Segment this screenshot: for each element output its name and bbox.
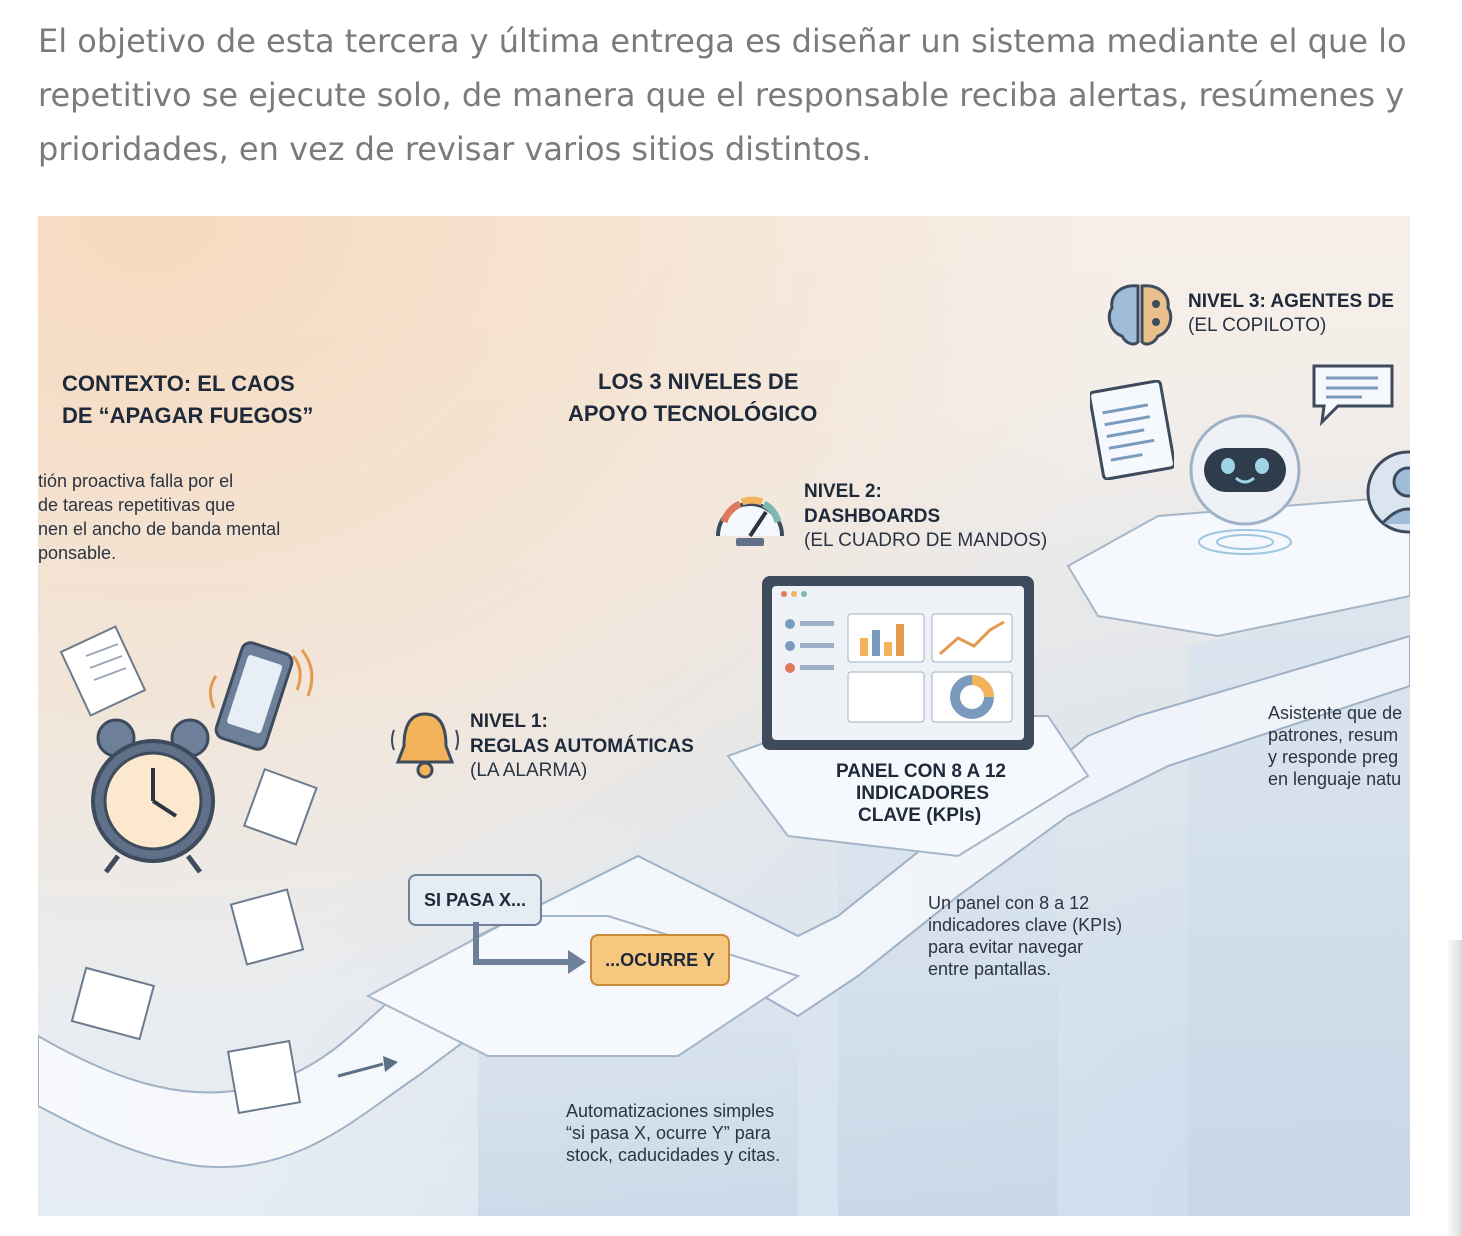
context-body-line-1: tión proactiva falla por el	[38, 471, 234, 491]
main-title-line-2: APOYO TECNOLÓGICO	[568, 401, 818, 426]
level3-subtitle: (EL COPILOTO)	[1188, 315, 1327, 336]
bell-icon	[391, 712, 459, 779]
level1-title-line-2: REGLAS AUTOMÁTICAS	[470, 736, 694, 757]
level2-title-line-1: NIVEL 2:	[804, 481, 882, 502]
rule-then-label: ...OCURRE Y	[590, 934, 730, 986]
phone-ringing-icon	[209, 641, 314, 751]
level3-body-line-2: patrones, resum	[1268, 725, 1399, 745]
main-title-line-1: LOS 3 NIVELES DE	[598, 369, 799, 394]
level2-title-line-2: DASHBOARDS	[804, 506, 941, 527]
alarm-clock-icon	[91, 718, 215, 874]
monitor-dashboard-icon	[762, 576, 1034, 750]
user-avatar-icon	[1366, 450, 1410, 534]
level1-body-line-2: “si pasa X, ocurre Y” para	[566, 1123, 771, 1143]
infographic-scenery	[38, 494, 1410, 1216]
level3-body-line-1: Asistente que de	[1268, 703, 1403, 723]
context-title-line-2: DE “APAGAR FUEGOS”	[62, 403, 314, 428]
level2-body-line-1: Un panel con 8 a 12	[928, 893, 1090, 913]
panel-label-line-1: PANEL CON 8 A 12	[836, 761, 1006, 782]
level2-body-line-3: para evitar navegar	[928, 937, 1084, 957]
panel-label-line-2: INDICADORES	[856, 783, 990, 804]
level3-title: NIVEL 3: AGENTES DE	[1188, 291, 1394, 312]
infographic-image: LOS 3 NIVELES DE APOYO TECNOLÓGICO CONTE…	[38, 216, 1410, 1216]
level2-body-line-2: indicadores clave (KPIs)	[928, 915, 1123, 935]
context-title-line-1: CONTEXTO: EL CAOS	[62, 371, 295, 396]
rule-if-label: SI PASA X...	[408, 874, 542, 926]
context-body-line-2: de tareas repetitivas que	[38, 495, 236, 515]
gauge-icon	[716, 496, 784, 546]
brain-icon	[1107, 284, 1173, 346]
context-body-line-3: nen el ancho de banda mental	[38, 519, 281, 539]
level1-subtitle: (LA ALARMA)	[470, 760, 588, 781]
level1-title-line-1: NIVEL 1:	[470, 711, 548, 732]
context-body-line-4: ponsable.	[38, 543, 117, 563]
chat-bubble-icon	[1312, 364, 1394, 426]
level2-subtitle: (EL CUADRO DE MANDOS)	[804, 530, 1048, 551]
level1-body-line-3: stock, caducidades y citas.	[566, 1145, 781, 1165]
level1-body-line-1: Automatizaciones simples	[566, 1101, 775, 1121]
scrollbar[interactable]	[1446, 940, 1462, 1236]
robot-icon	[1189, 414, 1301, 555]
rule-arrow-icon	[473, 922, 586, 974]
level3-body-line-4: en lenguaje natu	[1268, 769, 1402, 789]
panel-label-line-3: CLAVE (KPIs)	[858, 805, 982, 826]
intro-paragraph: El objetivo de esta tercera y última ent…	[38, 22, 1407, 168]
browser-window-icon	[1090, 380, 1174, 480]
level2-body-line-4: entre pantallas.	[928, 959, 1052, 979]
level3-body-line-3: y responde preg	[1268, 747, 1399, 767]
